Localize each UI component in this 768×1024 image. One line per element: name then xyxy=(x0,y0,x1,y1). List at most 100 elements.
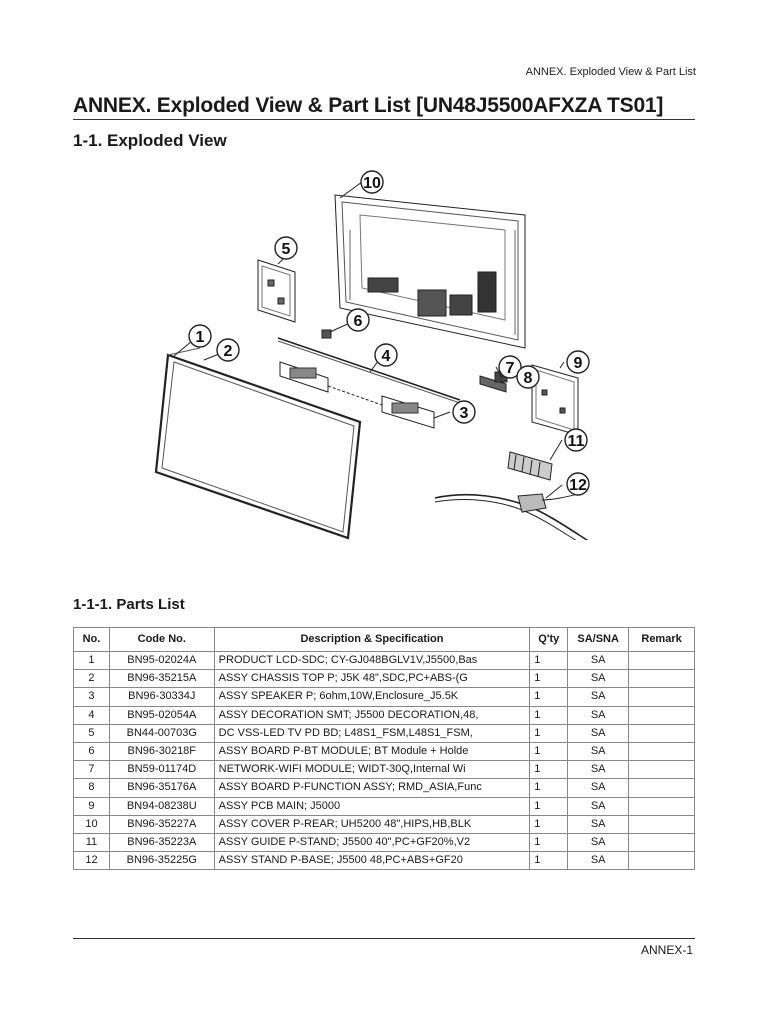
cell-sa: SA xyxy=(567,778,630,798)
cell-description: ASSY DECORATION SMT; J5500 DECORATION,48… xyxy=(213,705,531,725)
rear-cover-part xyxy=(334,194,526,349)
cell-no: 9 xyxy=(73,796,110,816)
cell-description: ASSY BOARD P-BT MODULE; BT Module + Hold… xyxy=(213,741,531,762)
table-row: 2 BN96-35215A ASSY CHASSIS TOP P; J5K 48… xyxy=(73,669,695,689)
cell-remark xyxy=(628,778,695,798)
cell-sa: SA xyxy=(567,669,630,689)
cell-description: ASSY CHASSIS TOP P; J5K 48",SDC,PC+ABS-(… xyxy=(213,669,531,689)
svg-text:2: 2 xyxy=(224,343,233,360)
cell-remark xyxy=(628,650,695,671)
callout-7: 7 xyxy=(498,355,522,379)
cell-code: BN96-35223A xyxy=(108,832,215,853)
cell-qty: 1 xyxy=(529,741,569,762)
svg-text:1: 1 xyxy=(196,329,205,346)
lcd-panel-part xyxy=(154,347,362,540)
cell-no: 6 xyxy=(73,741,110,762)
stand-base-part xyxy=(434,491,589,540)
cell-sa: SA xyxy=(567,723,630,743)
cell-code: BN96-35215A xyxy=(108,669,215,689)
cell-qty: 1 xyxy=(529,814,569,834)
table-row: 6 BN96-30218F ASSY BOARD P-BT MODULE; BT… xyxy=(73,741,695,762)
cell-code: BN96-30334J xyxy=(108,687,215,707)
callout-8: 8 xyxy=(516,365,540,389)
column-header-code: Code No. xyxy=(108,627,215,652)
svg-text:5: 5 xyxy=(282,241,291,258)
bt-module-part xyxy=(321,329,332,339)
cell-qty: 1 xyxy=(529,723,569,743)
cell-no: 11 xyxy=(73,832,110,853)
cell-description: PRODUCT LCD-SDC; CY-GJ048BGLV1V,J5500,Ba… xyxy=(213,650,531,671)
cell-remark xyxy=(628,669,695,689)
title-rule xyxy=(73,119,695,120)
svg-text:6: 6 xyxy=(354,313,363,330)
cell-no: 3 xyxy=(73,687,110,707)
cell-sa: SA xyxy=(567,741,630,762)
callout-2: 2 xyxy=(216,338,240,362)
cell-sa: SA xyxy=(567,760,630,780)
cell-code: BN95-02054A xyxy=(108,705,215,725)
cell-remark xyxy=(628,814,695,834)
cell-remark xyxy=(628,832,695,853)
callout-1: 1 xyxy=(188,324,212,348)
cell-sa: SA xyxy=(567,796,630,816)
cell-code: BN96-30218F xyxy=(108,741,215,762)
callout-11: 11 xyxy=(564,428,588,452)
cell-description: ASSY STAND P-BASE; J5500 48,PC+ABS+GF20 xyxy=(213,851,531,871)
cell-no: 4 xyxy=(73,705,110,725)
cell-sa: SA xyxy=(567,851,630,871)
cell-sa: SA xyxy=(567,832,630,853)
cell-code: BN94-08238U xyxy=(108,796,215,816)
callout-12: 12 xyxy=(566,472,590,496)
cell-remark xyxy=(628,705,695,725)
cell-remark xyxy=(628,741,695,762)
cell-no: 2 xyxy=(73,669,110,689)
cell-qty: 1 xyxy=(529,760,569,780)
callout-5: 5 xyxy=(274,236,298,260)
main-pcb-part xyxy=(531,364,579,436)
svg-text:8: 8 xyxy=(524,370,533,387)
cell-remark xyxy=(628,760,695,780)
svg-text:4: 4 xyxy=(382,348,391,365)
svg-text:3: 3 xyxy=(460,405,469,422)
table-row: 4 BN95-02054A ASSY DECORATION SMT; J5500… xyxy=(73,705,695,725)
cell-qty: 1 xyxy=(529,796,569,816)
cell-description: NETWORK-WIFI MODULE; WIDT-30Q,Internal W… xyxy=(213,760,531,780)
exploded-view-diagram: 10 5 6 1 2 4 7 8 9 3 11 12 xyxy=(154,170,590,540)
cell-code: BN59-01174D xyxy=(108,760,215,780)
document-title: ANNEX. Exploded View & Part List [UN48J5… xyxy=(73,94,664,117)
callout-9: 9 xyxy=(566,350,590,374)
svg-text:11: 11 xyxy=(568,433,585,450)
running-header: ANNEX. Exploded View & Part List xyxy=(525,66,696,78)
section-heading: 1-1. Exploded View xyxy=(73,131,227,150)
cell-remark xyxy=(628,687,695,707)
cell-qty: 1 xyxy=(529,687,569,707)
cell-qty: 1 xyxy=(529,778,569,798)
table-row: 12 BN96-35225G ASSY STAND P-BASE; J5500 … xyxy=(73,851,695,871)
table-row: 8 BN96-35176A ASSY BOARD P-FUNCTION ASSY… xyxy=(73,778,695,798)
callout-3: 3 xyxy=(452,400,476,424)
stand-guide-part xyxy=(507,451,553,481)
table-row: 1 BN95-02024A PRODUCT LCD-SDC; CY-GJ048B… xyxy=(73,650,695,671)
cell-description: ASSY PCB MAIN; J5000 xyxy=(213,796,531,816)
svg-text:10: 10 xyxy=(363,175,381,192)
page-number: ANNEX-1 xyxy=(640,943,693,957)
cell-code: BN96-35176A xyxy=(108,778,215,798)
svg-text:9: 9 xyxy=(574,355,583,372)
power-board-part xyxy=(257,259,296,323)
cell-description: ASSY SPEAKER P; 6ohm,10W,Enclosure_J5.5K xyxy=(213,687,531,707)
svg-text:7: 7 xyxy=(506,360,515,377)
cell-no: 10 xyxy=(73,814,110,834)
cell-description: ASSY GUIDE P-STAND; J5500 40",PC+GF20%,V… xyxy=(213,832,531,853)
cell-sa: SA xyxy=(567,814,630,834)
cell-remark xyxy=(628,851,695,871)
cell-qty: 1 xyxy=(529,669,569,689)
cell-sa: SA xyxy=(567,705,630,725)
parts-list-heading: 1-1-1. Parts List xyxy=(73,596,185,613)
cell-no: 1 xyxy=(73,650,110,671)
cell-remark xyxy=(628,796,695,816)
cell-no: 7 xyxy=(73,760,110,780)
cell-sa: SA xyxy=(567,687,630,707)
cell-qty: 1 xyxy=(529,851,569,871)
callout-6: 6 xyxy=(346,308,370,332)
table-row: 5 BN44-00703G DC VSS-LED TV PD BD; L48S1… xyxy=(73,723,695,743)
